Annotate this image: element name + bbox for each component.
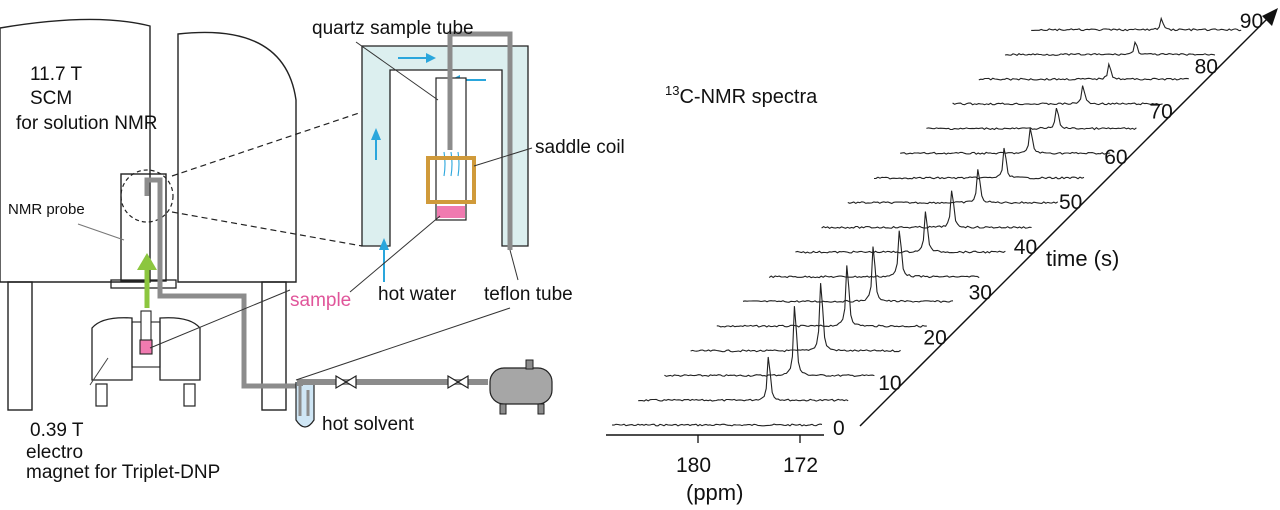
spectrum-trace: [926, 107, 1137, 131]
electromagnet-label-line3: magnet for Triplet-DNP: [26, 462, 220, 483]
spectrum-trace: [611, 423, 823, 427]
scm-leg: [261, 281, 287, 411]
zoom-circle: [120, 169, 174, 223]
spectrum-trace: [1004, 40, 1216, 56]
time-axis-arrowhead: [1262, 8, 1278, 26]
x-axis-unit: (ppm): [686, 480, 743, 505]
probe-pointer: [77, 223, 125, 241]
quartz-pointer: [355, 41, 439, 101]
valve-icon: [447, 374, 469, 390]
spectrum-trace: [664, 306, 875, 377]
hot-solvent-vial: [295, 382, 315, 428]
spectrum-trace: [952, 85, 1163, 106]
electromagnet-label-line2: electro: [26, 442, 83, 463]
x-tick-label-180: 180: [676, 454, 711, 477]
spectrum-trace: [638, 356, 849, 402]
scm-left-half: [0, 18, 151, 283]
sample-label: sample: [290, 290, 351, 311]
magnet-apparatus: 11.7 T SCM for solution NMR NMR probe 0.…: [0, 18, 553, 483]
flow-arrow-icon: [379, 238, 389, 282]
magnet-label-line2: SCM: [30, 88, 72, 109]
spectra-title-main: C-NMR spectra: [679, 86, 818, 108]
saddle-pointer: [473, 147, 533, 167]
transfer-tube: [144, 177, 296, 389]
spectrum-trace: [978, 62, 1189, 81]
time-tick-label: 20: [923, 327, 946, 350]
sample-pointer: [149, 289, 291, 349]
spectra-title-superscript: 13: [665, 83, 679, 98]
time-axis-label: time (s): [1046, 246, 1119, 271]
time-tick-label: 60: [1104, 146, 1127, 169]
time-tick-label: 30: [969, 281, 992, 304]
hot-solvent-label: hot solvent: [322, 414, 415, 435]
teflon-pointer: [295, 307, 511, 381]
magnet-label-line1: 11.7 T: [30, 64, 83, 85]
time-tick-labels: 0 10 20 30 40 50 60 70 80 90: [833, 10, 1263, 440]
spectrum-trace: [1031, 16, 1242, 32]
scm-right-half: [177, 31, 297, 283]
spectra-title: 13C-NMR spectra: [665, 83, 818, 108]
zoom-line-bottom: [171, 211, 363, 247]
quartz-label: quartz sample tube: [312, 18, 474, 39]
teflon-tube-inner: [447, 31, 513, 250]
spectrum-trace: [900, 128, 1111, 155]
spectrum-trace: [795, 211, 1006, 254]
hot-water-label: hot water: [378, 284, 457, 305]
time-tick-label: 40: [1014, 236, 1037, 259]
spectrum-trace: [716, 265, 927, 328]
time-tick-label: 80: [1195, 55, 1218, 78]
transfer-arrow: [137, 253, 157, 308]
pump-tank-icon: [489, 359, 553, 415]
zoom-line-top: [171, 111, 363, 177]
electromagnet-label-line1: 0.39 T: [30, 420, 84, 441]
time-tick-label: 0: [833, 417, 845, 440]
detail-teflon-pointer: [509, 249, 519, 281]
sample-detail: quartz sample tube saddle coil sample ho…: [290, 18, 625, 311]
spectrum-trace: [873, 147, 1085, 180]
saddle-coil-label: saddle coil: [535, 137, 625, 158]
probe-base: [110, 279, 177, 289]
x-tick-label-172: 172: [783, 454, 818, 477]
spectrum-trace: [821, 190, 1032, 229]
time-tick-label: 70: [1149, 101, 1172, 124]
time-tick-label: 90: [1240, 10, 1263, 33]
saddle-coil: [426, 156, 476, 204]
probe-label: NMR probe: [8, 201, 85, 218]
time-axis-line: [859, 13, 1273, 427]
valve-icon: [335, 374, 357, 390]
teflon-label: teflon tube: [484, 284, 573, 305]
magnet-label-line3: for solution NMR: [16, 113, 158, 134]
flow-arrow-icon: [398, 53, 436, 63]
field-lines: [443, 151, 460, 177]
time-tick-label: 50: [1059, 191, 1082, 214]
spectrum-trace: [690, 283, 901, 353]
spectra-chart: 13C-NMR spectra 180 172 (ppm) 0 10 20 30 40 5…: [606, 8, 1278, 505]
time-tick-label: 10: [878, 372, 901, 395]
spectra-traces: [611, 16, 1242, 427]
sample-region: [437, 206, 465, 218]
flow-arrow-icon: [371, 128, 381, 160]
spectrum-trace: [742, 246, 954, 303]
electromagnet: [89, 310, 201, 407]
detail-sample-pointer: [349, 215, 441, 293]
scm-leg: [7, 281, 33, 411]
spectrum-trace: [768, 230, 980, 279]
spectrum-trace: [847, 169, 1059, 205]
nmr-probe: [120, 173, 167, 282]
